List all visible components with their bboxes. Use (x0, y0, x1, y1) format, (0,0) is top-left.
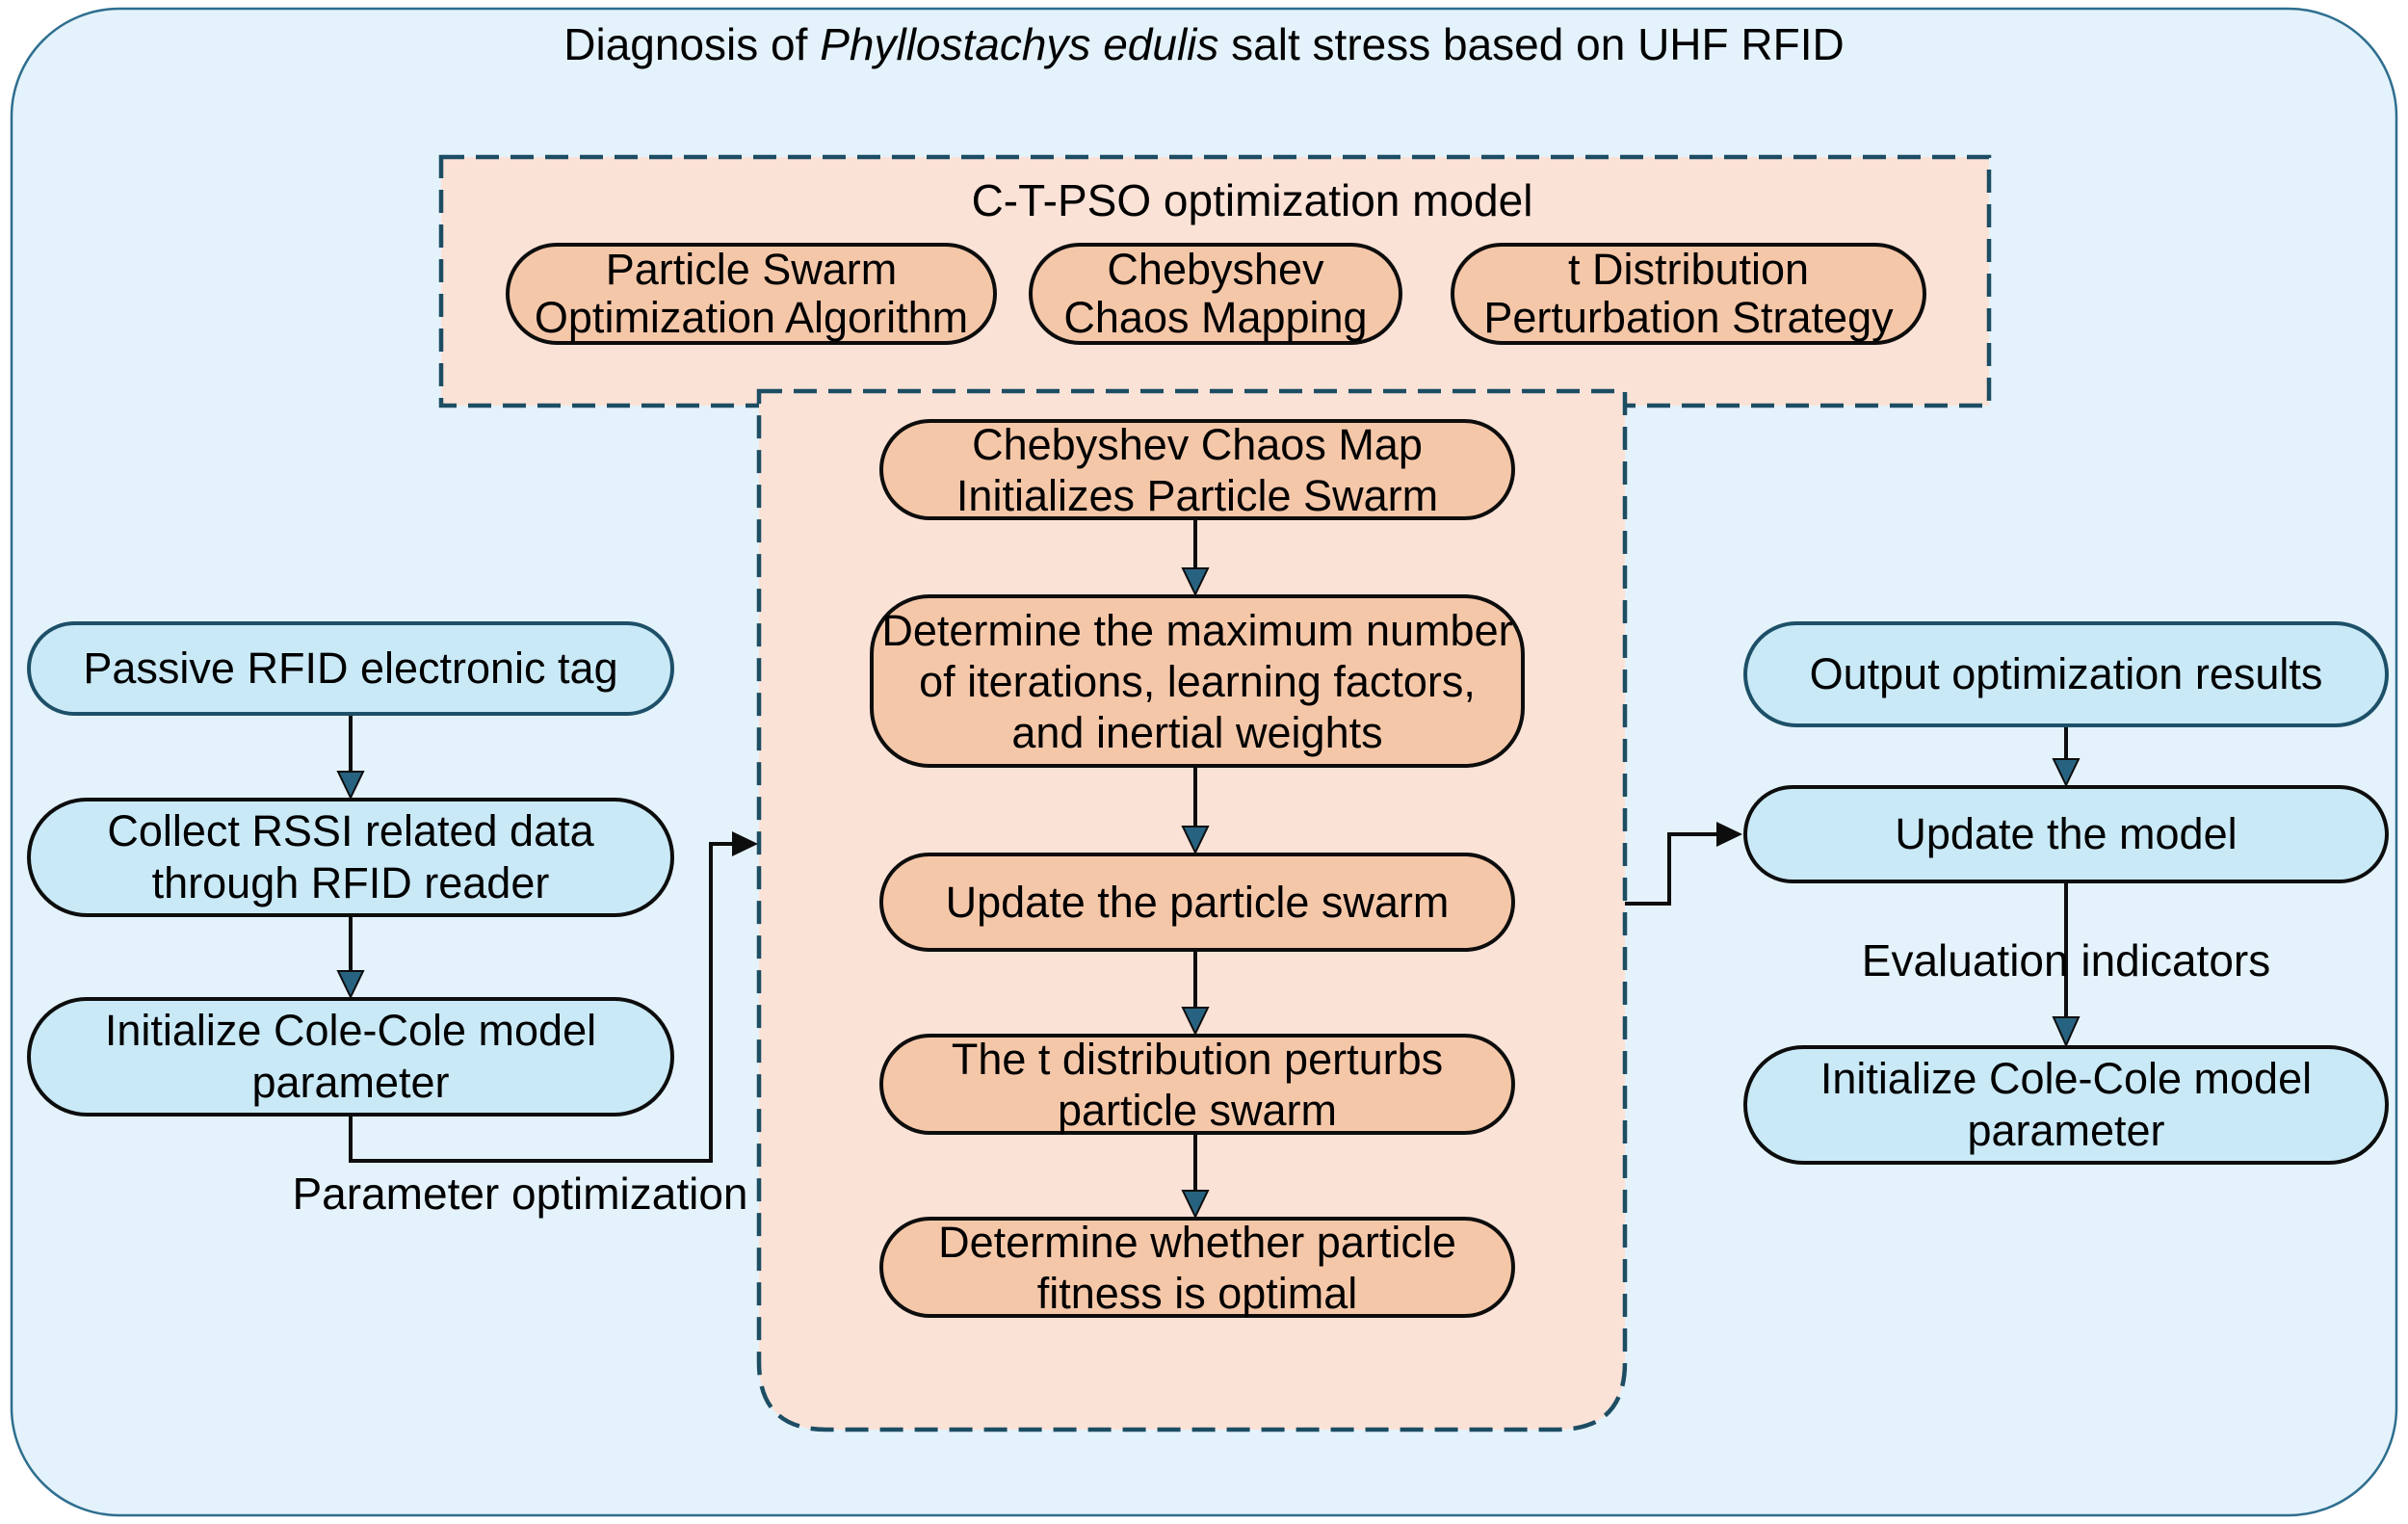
label-line: Initialize Cole-Cole model (1819, 1054, 2313, 1103)
label-line: Chebyshev (1107, 245, 1324, 294)
label-line: parameter (1967, 1106, 2165, 1155)
label-line: and inertial weights (1011, 707, 1383, 757)
label-line: particle swarm (1057, 1085, 1338, 1135)
arrow-updatemodel-to-initialize (2052, 883, 2081, 1048)
node-initialize-cole-cole-right: Initialize Cole-Cole model parameter (1743, 1045, 2389, 1165)
label-line: Determine whether particle (938, 1217, 1456, 1267)
node-collect-rssi-data: Collect RSSI related data through RFID r… (27, 798, 674, 917)
node-update-the-model: Update the model (1743, 785, 2389, 883)
title-species-italic: Phyllostachys edulis (820, 19, 1219, 69)
pipeline-to-update-model-connector (1625, 822, 1742, 906)
step-update-particle-swarm: Update the particle swarm (879, 853, 1515, 952)
node-initialize-cole-cole-left: Initialize Cole-Cole model parameter (27, 997, 674, 1117)
ctpso-model-label: C-T-PSO optimization model (971, 175, 1533, 225)
arrow-update-to-perturb (1181, 952, 1210, 1037)
title-suffix: salt stress based on UHF RFID (1218, 19, 1845, 69)
label-line: through RFID reader (151, 858, 550, 907)
label-line: Particle Swarm (605, 245, 898, 294)
arrow-tag-to-collect (336, 716, 365, 801)
label-line: Initialize Cole-Cole model (104, 1006, 597, 1055)
label-line: Optimization Algorithm (534, 293, 969, 342)
arrow-chebyshev-to-determine (1181, 520, 1210, 597)
label-line: Perturbation Strategy (1483, 293, 1894, 342)
step-t-distribution-perturbs-swarm: The t distribution perturbs particle swa… (879, 1034, 1515, 1135)
module-t-distribution-perturbation: t Distribution Perturbation Strategy (1451, 243, 1926, 345)
arrow-determine-to-update (1181, 768, 1210, 855)
step-particle-fitness-check: Determine whether particle fitness is op… (879, 1217, 1515, 1318)
label-line: parameter (251, 1058, 450, 1107)
label-line: Chaos Mapping (1063, 293, 1368, 342)
node-output-optimization-results: Output optimization results (1743, 621, 2389, 727)
label-line: fitness is optimal (1036, 1268, 1358, 1318)
arrow-collect-to-initialize (336, 917, 365, 1000)
label-line: Chebyshev Chaos Map (972, 419, 1423, 469)
label-line: of iterations, learning factors, (919, 656, 1476, 706)
step-chebyshev-initializes-swarm: Chebyshev Chaos Map Initializes Particle… (879, 419, 1515, 520)
label-line: The t distribution perturbs (951, 1034, 1444, 1084)
parameter-optimization-label: Parameter optimization (292, 1169, 748, 1219)
label-line: Passive RFID electronic tag (83, 644, 618, 693)
figure-title: Diagnosis of Phyllostachys edulis salt s… (0, 19, 2408, 69)
evaluation-indicators-label: Evaluation indicators (1861, 935, 2271, 985)
arrow-perturb-to-fitness (1181, 1135, 1210, 1220)
step-determine-iterations-factors-weights: Determine the maximum number of iteratio… (870, 594, 1525, 768)
module-chebyshev-chaos-mapping: Chebyshev Chaos Mapping (1029, 243, 1402, 345)
label-line: t Distribution (1567, 245, 1810, 294)
label-line: Update the particle swarm (945, 878, 1450, 927)
flow-arrows (336, 520, 2081, 1220)
parameter-optimization-connector (349, 831, 758, 1163)
label-line: Determine the maximum number (881, 605, 1513, 655)
arrow-output-to-updatemodel (2052, 727, 2081, 788)
label-line: Output optimization results (1809, 649, 2323, 698)
module-particle-swarm-optimization: Particle Swarm Optimization Algorithm (506, 243, 997, 345)
node-passive-rfid-tag: Passive RFID electronic tag (27, 621, 674, 716)
title-prefix: Diagnosis of (563, 19, 821, 69)
label-line: Initializes Particle Swarm (955, 470, 1439, 520)
label-line: Update the model (1895, 809, 2238, 858)
label-line: Collect RSSI related data (107, 806, 594, 855)
